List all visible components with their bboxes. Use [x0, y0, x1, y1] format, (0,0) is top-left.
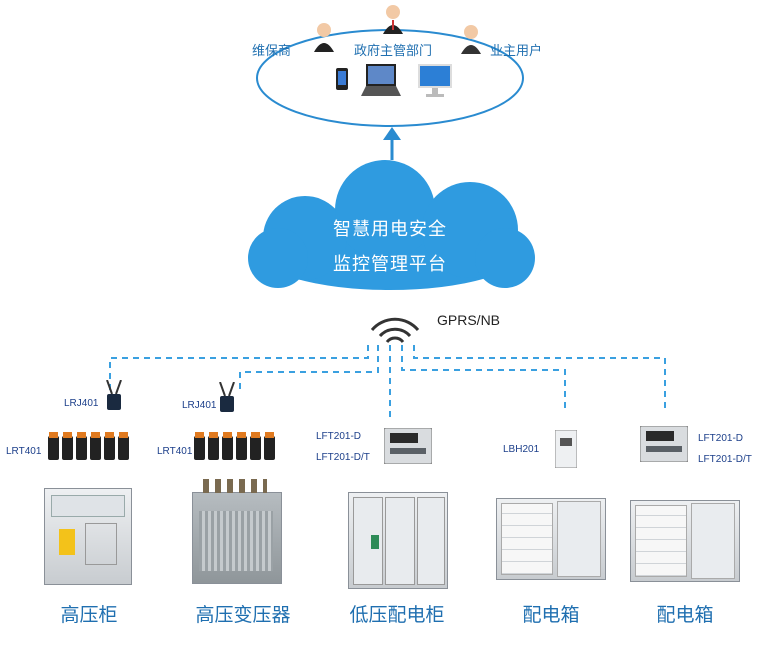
- dashed-links: [109, 345, 666, 420]
- distribution-box-image: [496, 498, 606, 580]
- gateway-label-middle: LRJ401: [182, 400, 217, 411]
- equipment-label: 配电箱: [522, 604, 580, 626]
- gateway-device-icon: [216, 381, 238, 418]
- laptop-icon: [361, 64, 401, 100]
- cloud-title-line2: 监控管理平台: [333, 254, 447, 275]
- network-label: GPRS/NB: [437, 312, 501, 328]
- gateway-device-icon: [103, 379, 125, 416]
- cloud-shape: [248, 160, 535, 290]
- transformer-image: [192, 479, 282, 584]
- monitor-device-icon: [639, 425, 689, 466]
- wireless-icon: [370, 317, 420, 344]
- arrow-head: [383, 127, 401, 140]
- low-voltage-cabinet-image: [348, 492, 448, 589]
- device-label-lft-b1: LFT201-D: [698, 433, 744, 444]
- breaker-device-icon: [554, 429, 578, 472]
- device-label-lft-a2: LFT201-D/T: [316, 452, 370, 463]
- monitor-device-icon: [383, 427, 433, 468]
- role-owner: 业主用户: [490, 44, 543, 59]
- equipment-label: 高压柜: [60, 604, 118, 626]
- person-icon: [460, 24, 482, 54]
- sensor-label-middle: LRT401: [157, 446, 193, 457]
- equipment-label: 配电箱: [656, 604, 714, 626]
- device-label-lft-a1: LFT201-D: [316, 431, 362, 442]
- role-government: 政府主管部门: [354, 44, 433, 59]
- device-label-lft-b2: LFT201-D/T: [698, 454, 752, 465]
- role-maintainer: 维保商: [252, 44, 292, 59]
- distribution-box-image: [630, 500, 740, 582]
- gateway-label-left: LRJ401: [64, 398, 99, 409]
- phone-icon: [336, 68, 348, 94]
- person-icon: [382, 4, 404, 34]
- sensor-label-left: LRT401: [6, 446, 42, 457]
- device-label-lbh: LBH201: [503, 444, 540, 455]
- equipment-label: 低压配电柜: [349, 604, 445, 626]
- equipment-label: 高压变压器: [195, 604, 291, 626]
- cloud-title-line1: 智慧用电安全: [333, 219, 447, 240]
- person-icon: [313, 22, 335, 52]
- sensor-row-icon: [194, 432, 278, 466]
- sensor-row-icon: [48, 432, 132, 466]
- monitor-icon: [418, 64, 452, 102]
- high-voltage-cabinet-image: [44, 488, 132, 585]
